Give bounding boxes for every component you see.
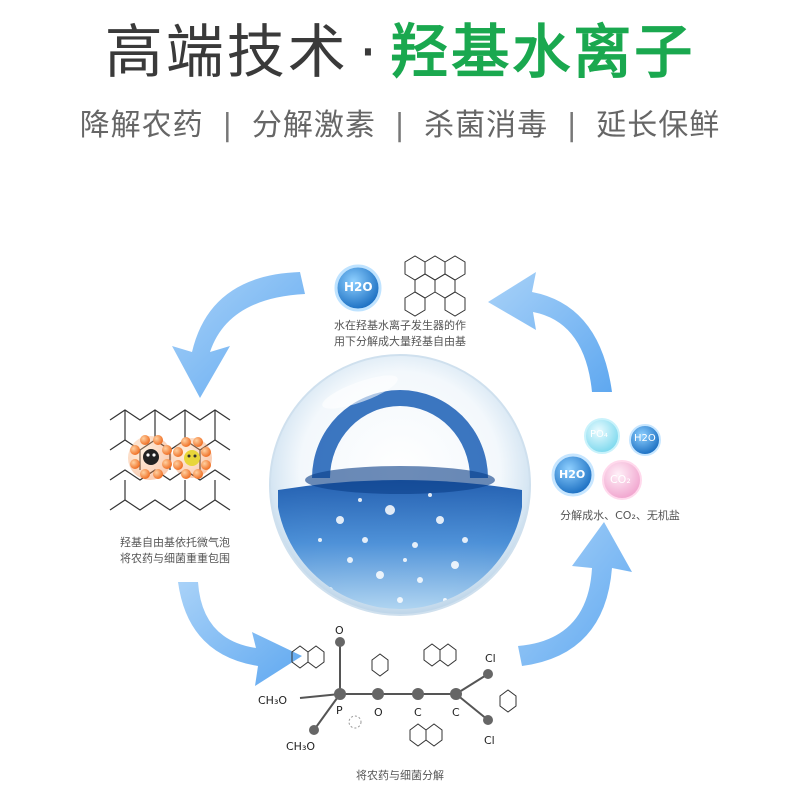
- cycle-arrows: [172, 272, 632, 686]
- molecule-rings: [291, 643, 517, 747]
- benefit-4: 延长保鲜: [596, 108, 721, 143]
- honeycomb-top: [404, 255, 466, 317]
- co2-bubble: [602, 460, 642, 500]
- bottom-step-caption: 将农药与细菌分解: [356, 769, 444, 782]
- right-step-caption: 分解成水、CO₂、无机盐: [560, 509, 680, 522]
- bottom-molecule: [291, 637, 517, 747]
- co2-label: CO₂: [610, 473, 631, 486]
- top-step-graphic: [334, 255, 466, 317]
- orange-cluster-2: [172, 437, 212, 479]
- benefit-3: 杀菌消毒: [424, 108, 549, 143]
- h2o-small-label: H2O: [634, 433, 656, 444]
- atom-c-2: C: [452, 706, 460, 719]
- h2o-small-bubble: [629, 424, 661, 456]
- left-caption-line-2: 将农药与细菌重重包围: [120, 552, 230, 565]
- benefit-2: 分解激素: [251, 108, 376, 143]
- h2o-large-label: H2O: [559, 468, 586, 481]
- title-part-2: 羟基水离子: [390, 18, 696, 86]
- page-title: 高端技术·羟基水离子: [0, 8, 800, 96]
- po4-bubble: [584, 418, 620, 454]
- orange-cluster-1: [128, 435, 172, 480]
- right-step-graphic: [551, 418, 661, 500]
- title-dot: ·: [358, 18, 381, 86]
- top-caption-line-1: 水在羟基水离子发生器的作: [334, 319, 466, 332]
- benefit-1: 降解农药: [79, 108, 204, 143]
- left-step-caption: 羟基自由基依托微气泡 将农药与细菌重重包围: [100, 535, 250, 567]
- atom-ch3o-2: CH₃O: [286, 740, 316, 753]
- atom-cl-top: Cl: [485, 652, 496, 665]
- h2o-label-top: H2O: [344, 280, 373, 294]
- top-caption-line-2: 用下分解成大量羟基自由基: [334, 335, 466, 348]
- arrow-right-to-top: [488, 272, 612, 392]
- atom-p: P: [336, 704, 343, 717]
- arrow-left-to-bottom: [178, 582, 302, 686]
- atom-o-top: O: [335, 624, 344, 637]
- arrow-bottom-to-right: [518, 522, 632, 666]
- arrow-top-to-left: [172, 272, 305, 398]
- title-part-1: 高端技术: [104, 18, 349, 86]
- separator-2: |: [394, 108, 406, 143]
- po4-label: PO₄: [590, 429, 608, 440]
- top-step-caption: 水在羟基水离子发生器的作 用下分解成大量羟基自由基: [300, 318, 500, 350]
- atom-c-1: C: [414, 706, 422, 719]
- left-caption-line-1: 羟基自由基依托微气泡: [120, 536, 230, 549]
- atom-ch3o-1: CH₃O: [258, 694, 288, 707]
- left-step-graphic: [109, 409, 231, 511]
- h2o-large-bubble: [551, 453, 595, 497]
- atom-o-mid: O: [374, 706, 383, 719]
- separator-1: |: [222, 108, 234, 143]
- benefits-line: 降解农药 | 分解激素 | 杀菌消毒 | 延长保鲜: [0, 100, 800, 144]
- separator-3: |: [566, 108, 578, 143]
- water-sphere: [269, 354, 531, 616]
- atom-cl-bottom: Cl: [484, 734, 495, 747]
